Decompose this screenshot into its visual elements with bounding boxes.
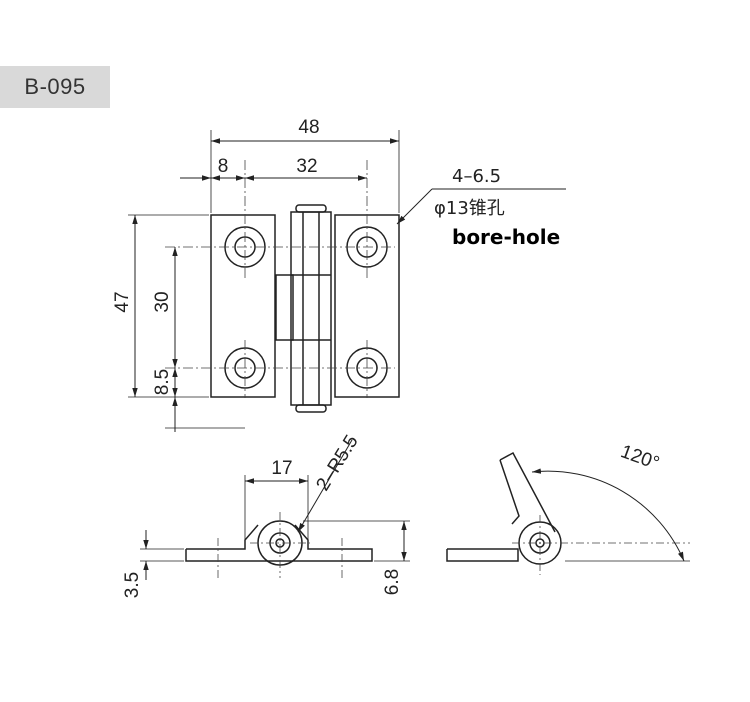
front-view [210,204,400,413]
side-view-open [446,451,562,565]
pin-head-top [295,204,327,213]
dim-hole-offset: 8 [218,156,229,177]
dim-hole-spacing-x: 32 [296,156,317,177]
dim-side-span: 17 [271,458,292,479]
angle-arc [531,468,685,562]
dim-hole-offset-y: 8.5 [152,369,173,395]
dim-open-angle: 120° [618,441,662,474]
knuckle [290,211,332,406]
dim-height-total: 47 [112,291,133,312]
part-number: B-095 [24,74,86,99]
callout-translation: bore-hole [452,225,560,249]
center-lines [165,160,395,398]
dim-hole-spacing-y: 30 [152,291,173,312]
left-leaf [210,214,276,398]
knuckle-segment [275,274,294,341]
callout-counterbore: φ13锥孔 [434,198,505,219]
right-leaf [334,214,400,398]
dim-width-total: 48 [298,117,319,138]
part-number-badge: B-095 [0,66,110,108]
dim-knuckle-radius: 2–R5.5 [312,432,362,495]
callout-holes: 4–6.5 [452,166,501,187]
knuckle-outer [257,520,303,566]
dim-knuckle-height: 6.8 [382,569,403,595]
dim-thickness: 3.5 [122,572,143,598]
callout-leader [396,188,566,225]
pin-head-bottom [295,404,327,413]
